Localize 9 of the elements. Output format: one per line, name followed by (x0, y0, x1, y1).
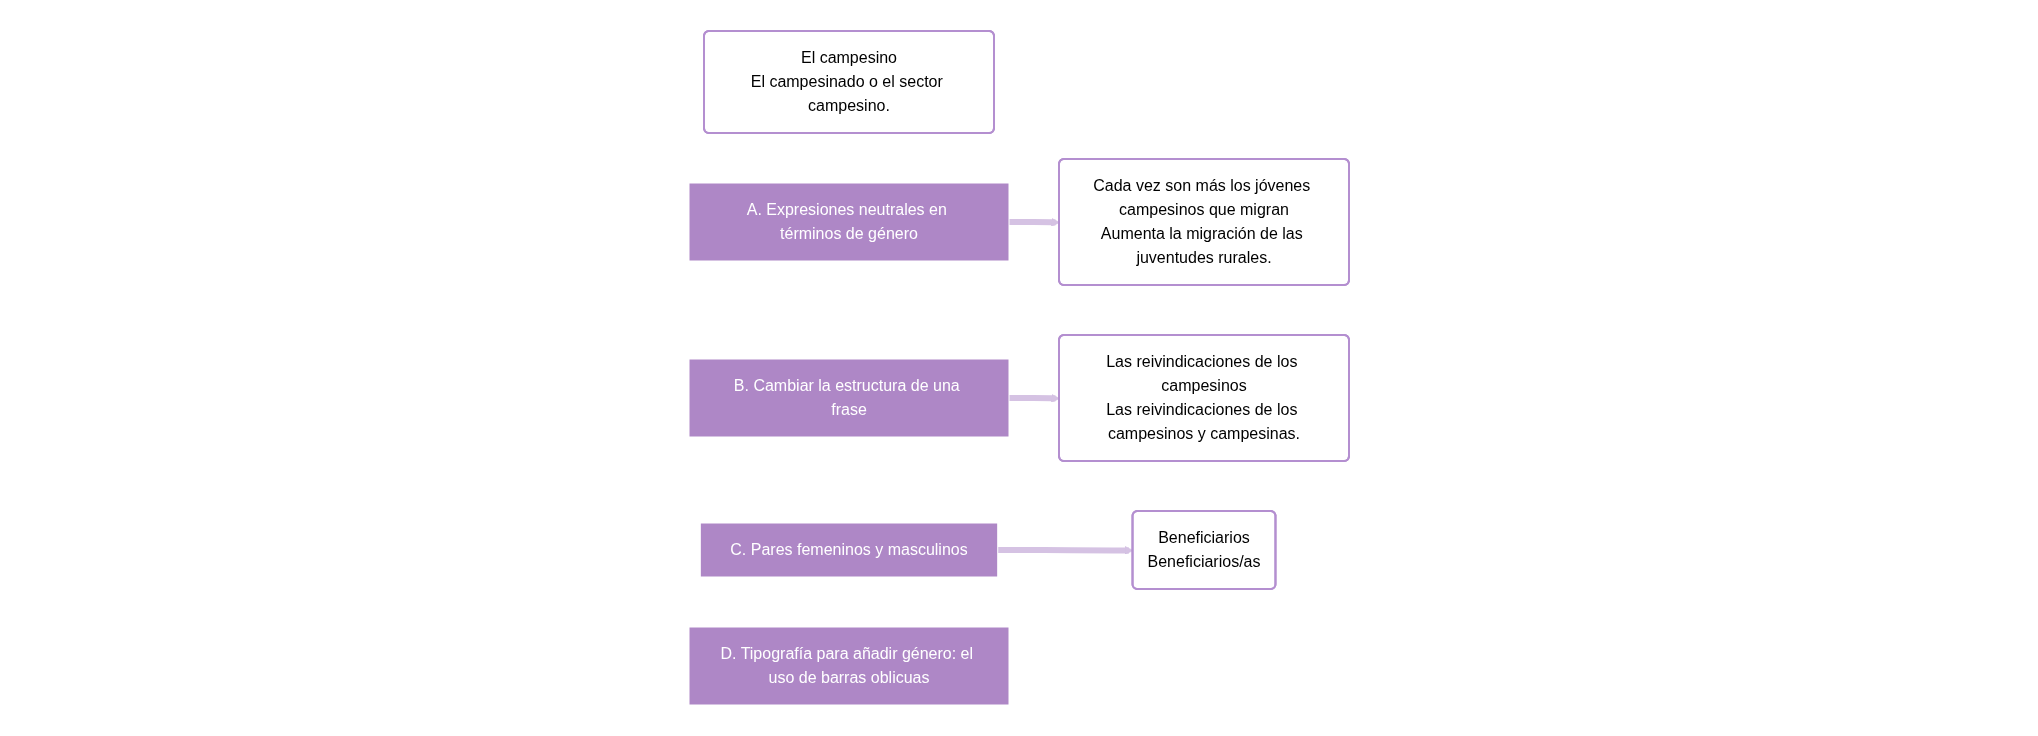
arrow (1009, 393, 1060, 403)
node-text: Cada vez son más los jóvenes campesinos que migran Aumenta la migración de las juventudes rurales. (1093, 177, 1311, 266)
node-box: C. Pares femeninos y masculinos (699, 522, 999, 578)
node-box: D. Tipografía para añadir género: el uso de barras oblicuas (688, 626, 1010, 706)
node-box: B. Cambiar la estructura de una frase (688, 358, 1010, 438)
node-text: Las reivindicaciones de los campesinos Las reivindicaciones de los campesinos y campesinas. (1106, 353, 1301, 442)
node-text: El campesino El campesinado o el sector campesino. (750, 49, 943, 114)
node-box: A. Expresiones neutrales en términos de género (688, 182, 1010, 262)
arrow (1009, 217, 1060, 227)
